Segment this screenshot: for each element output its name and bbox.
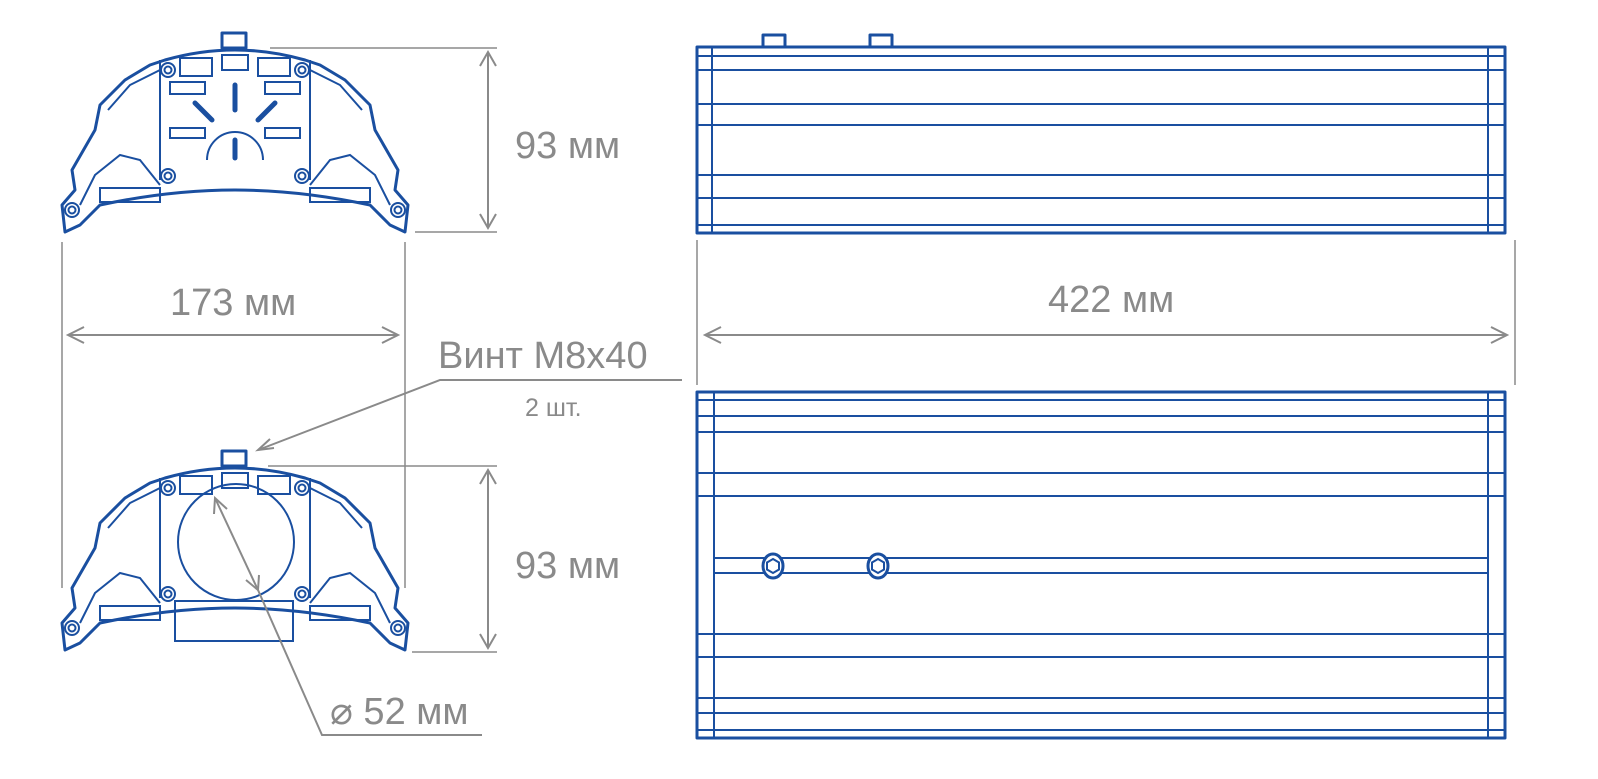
screw-callout: Винт M8x40 2 шт.	[255, 335, 682, 452]
dimension-length: 422 мм	[696, 240, 1516, 385]
dimension-label: 93 мм	[515, 545, 620, 587]
side-view-bottom	[695, 390, 1507, 740]
dimension-label: 93 мм	[515, 125, 620, 167]
dimension-height-bottom: 93 мм	[268, 465, 620, 653]
side-view-top	[695, 33, 1507, 235]
dimension-diameter: ⌀ 52 мм	[213, 495, 482, 736]
dimension-label: 173 мм	[170, 282, 296, 324]
screw-label: Винт M8x40	[438, 335, 648, 377]
dimension-width-front: 173 мм	[61, 242, 406, 588]
front-view-top	[60, 31, 410, 234]
bolt-icon	[866, 552, 890, 580]
screw-quantity: 2 шт.	[525, 394, 582, 422]
front-view-bottom	[60, 449, 410, 652]
dimension-label: 422 мм	[1048, 279, 1174, 321]
dimension-height-top: 93 мм	[270, 47, 620, 233]
bolt-icon	[761, 552, 785, 580]
dimension-label: ⌀ 52 мм	[330, 691, 469, 733]
